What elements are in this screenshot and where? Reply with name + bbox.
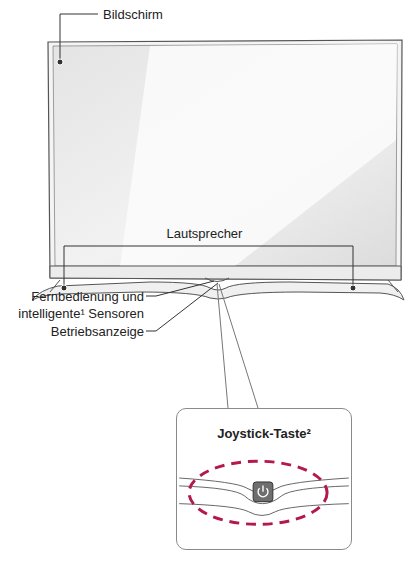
leader-line — [60, 14, 98, 62]
leader-dot — [57, 59, 63, 65]
reflection — [120, 44, 397, 266]
bezel — [50, 266, 401, 280]
leader-dot — [350, 285, 356, 291]
part-label: Bildschirm — [103, 6, 163, 23]
joystick-button — [253, 482, 273, 502]
bezel-notch — [205, 278, 229, 282]
power-symbol — [262, 485, 263, 491]
callout-title: Joystick-Taste² — [177, 409, 351, 442]
leader-line — [146, 283, 218, 331]
callout-line — [217, 284, 228, 408]
tv-frame — [48, 40, 402, 280]
part-label: Fernbedienung und intelligente¹ Sensoren — [4, 288, 144, 322]
callout-box: Joystick-Taste² — [176, 408, 352, 550]
part-label: Lautsprecher — [0, 225, 409, 242]
part-label: Betriebsanzeige — [4, 323, 144, 340]
bracket — [64, 246, 353, 288]
highlight-ring — [189, 461, 327, 524]
callout-line — [219, 284, 258, 408]
